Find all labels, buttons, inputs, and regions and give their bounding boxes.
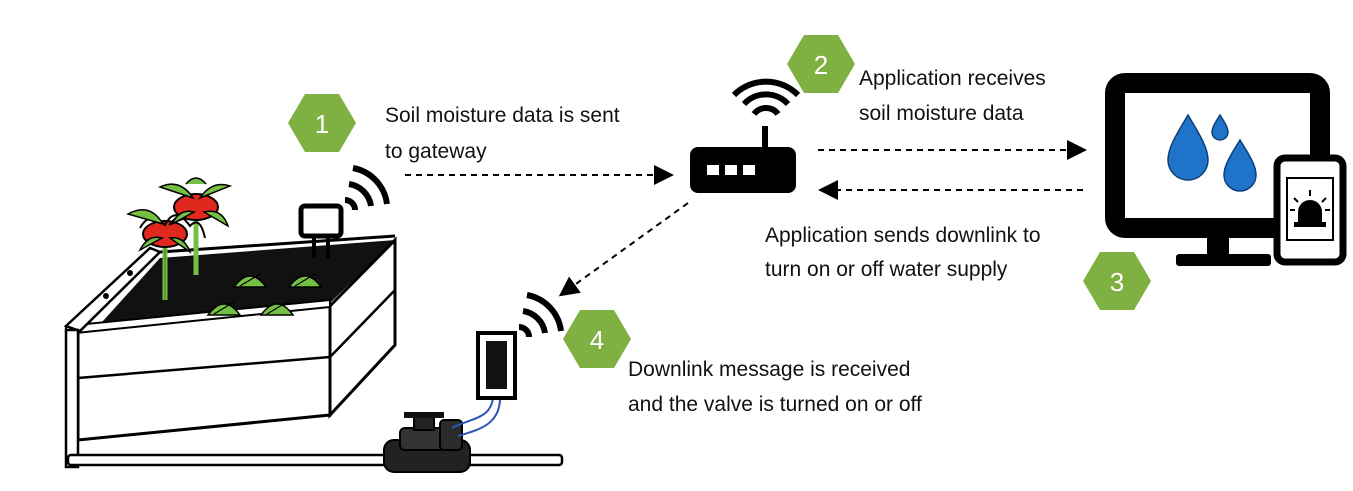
step-4-line-2: and the valve is turned on or off (628, 393, 922, 416)
arrow-gateway-to-valve (558, 202, 689, 297)
tomato-plant-icon (126, 177, 233, 300)
desktop-monitor-icon (1105, 73, 1330, 266)
step-2-line-1: Application receives (859, 67, 1046, 90)
step-number: 2 (814, 50, 828, 80)
step-3-line-2: turn on or off water supply (765, 258, 1008, 281)
step-2-line-2: soil moisture data (859, 102, 1024, 125)
step-badge-1: 1 (288, 94, 356, 152)
step-3-line-1: Application sends downlink to (765, 224, 1041, 247)
step-4-line-1: Downlink message is received (628, 358, 910, 381)
valve-controller-icon (476, 331, 517, 400)
step-badge-3: 3 (1083, 252, 1151, 310)
step-badge-hexagon (563, 310, 631, 368)
step-badge-4: 4 (563, 310, 631, 368)
water-drops-icon (1167, 113, 1257, 192)
seedling-icons (206, 273, 323, 316)
flow-arrows (405, 140, 1087, 297)
raised-garden-bed-icon (63, 234, 397, 469)
smartphone-alarm-icon (1273, 154, 1347, 266)
step-number: 1 (315, 109, 329, 139)
soil-moisture-sensor-icon (298, 203, 344, 258)
step-1-description: Soil moisture data is sent to gateway (385, 104, 620, 163)
gateway-router-icon (690, 78, 801, 193)
step-1-line-2: to gateway (385, 140, 487, 163)
step-badge-2: 2 (787, 35, 855, 93)
step-number: 3 (1110, 267, 1124, 297)
water-pipe-icon (66, 453, 564, 467)
step-2-description: Application receives soil moisture data (859, 67, 1046, 125)
wireless-signal-icon (518, 292, 564, 338)
wireless-signal-icon (344, 165, 390, 211)
step-3-description: Application sends downlink to turn on or… (765, 224, 1041, 281)
step-4-description: Downlink message is received and the val… (628, 358, 922, 416)
step-badge-hexagon (288, 94, 356, 152)
valve-wires (451, 397, 501, 437)
step-badge-hexagon (787, 35, 855, 93)
step-1-line-1: Soil moisture data is sent (385, 104, 620, 127)
step-number: 4 (590, 325, 604, 355)
water-valve-icon (383, 412, 471, 473)
step-badge-hexagon (1083, 252, 1151, 310)
